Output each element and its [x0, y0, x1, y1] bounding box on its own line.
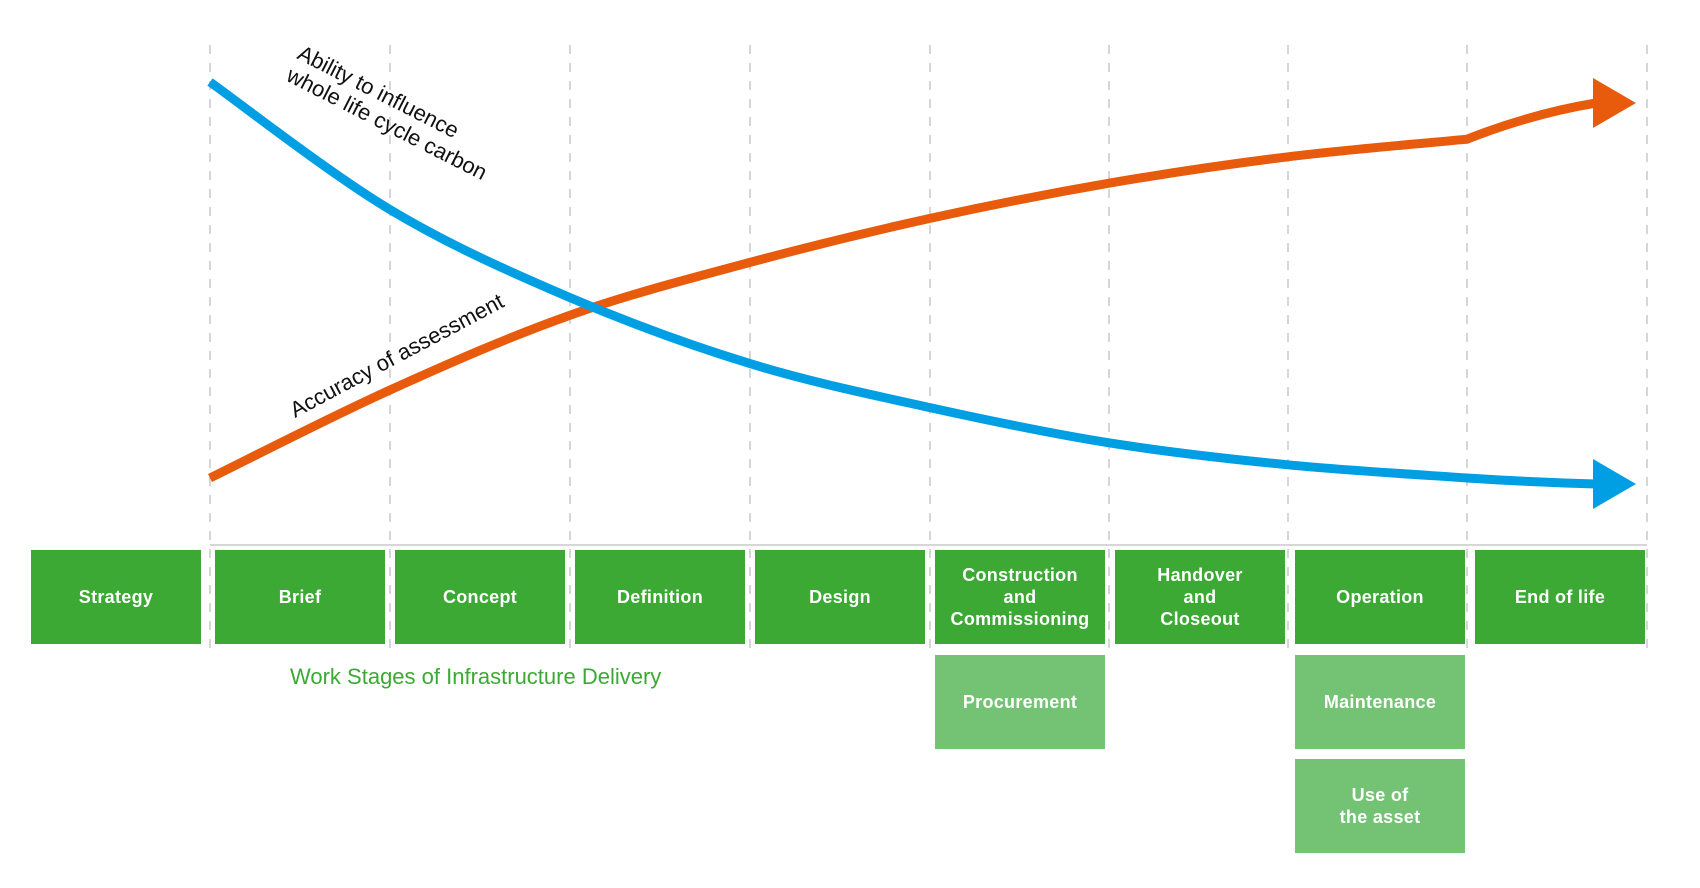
accuracy-curve — [208, 98, 1597, 483]
stage-box: Brief — [215, 550, 385, 644]
stage-box: Definition — [575, 550, 745, 644]
stage-box: Handover and Closeout — [1115, 550, 1285, 644]
sub-stage-box: Maintenance — [1295, 655, 1465, 749]
stage-box: Operation — [1295, 550, 1465, 644]
stage-box: End of life — [1475, 550, 1645, 644]
stage-box: Concept — [395, 550, 565, 644]
accuracy-arrowhead-icon — [1593, 78, 1636, 128]
diagram-caption: Work Stages of Infrastructure Delivery — [290, 664, 662, 689]
stage-box: Design — [755, 550, 925, 644]
influence-curve — [207, 78, 1597, 489]
influence-arrowhead-icon — [1593, 459, 1636, 509]
stage-box: Construction and Commissioning — [935, 550, 1105, 644]
sub-stage-box: Procurement — [935, 655, 1105, 749]
sub-stage-box: Use of the asset — [1295, 759, 1465, 853]
stage-box: Strategy — [31, 550, 201, 644]
